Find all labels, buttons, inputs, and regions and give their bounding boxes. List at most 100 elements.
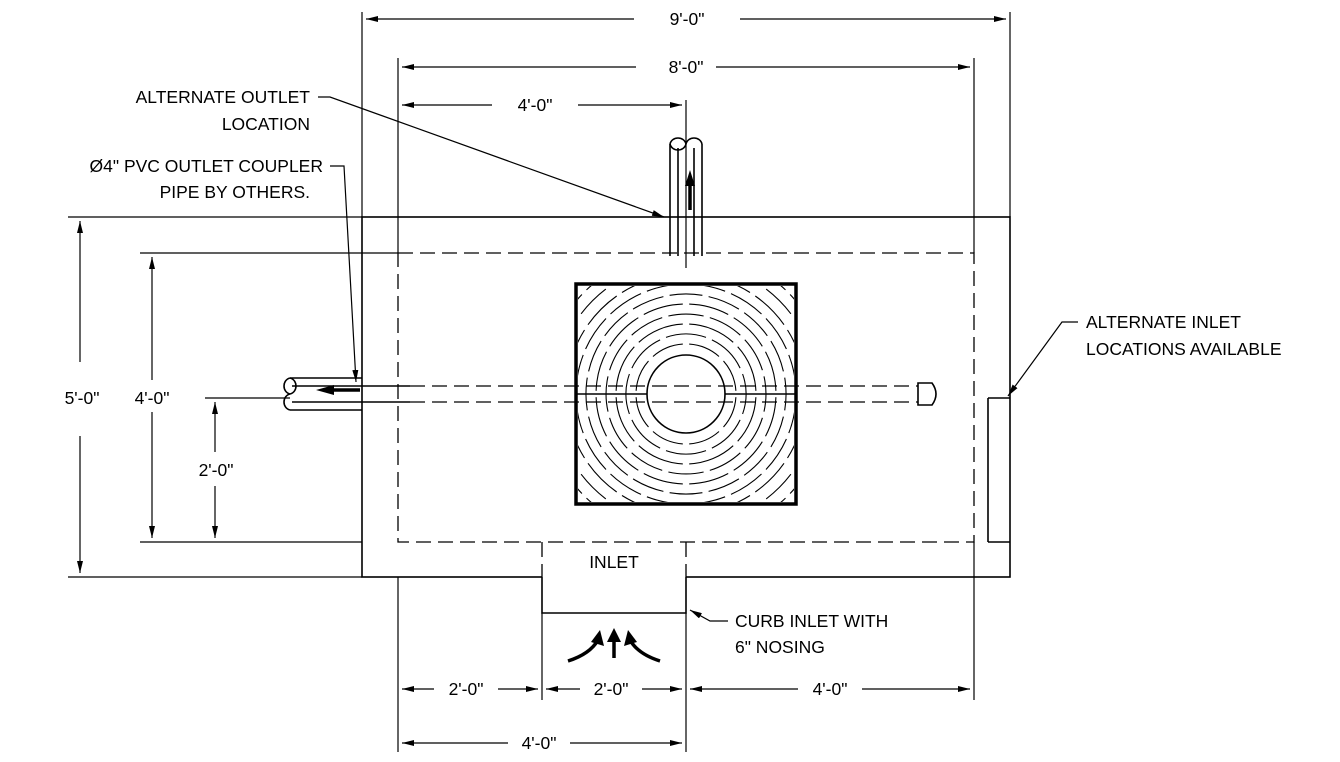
alt-outlet-label-1: ALTERNATE OUTLET [136, 87, 311, 107]
grate-slot [544, 332, 556, 369]
grate-slot [578, 444, 585, 459]
grate-slot [765, 473, 792, 500]
grate-slot [780, 497, 786, 502]
inner-width-label: 8'-0" [669, 57, 704, 77]
grate-slot [609, 441, 639, 471]
inner-height-label: 4'-0" [135, 388, 170, 408]
grate-slot [652, 431, 683, 445]
grate-slot [652, 343, 683, 357]
grate-slot [632, 478, 664, 492]
grate-slot [578, 329, 585, 344]
grate-slot [743, 451, 768, 476]
grate-slot [689, 473, 729, 485]
pvc-leader [330, 165, 359, 383]
grate-slot [621, 286, 636, 293]
grate-slot [666, 274, 707, 276]
grate-slot [635, 397, 649, 428]
grate-slot [765, 288, 792, 315]
grate-slot [787, 329, 794, 344]
overall-width-label: 9'-0" [670, 9, 705, 29]
grate-slot [737, 397, 757, 442]
tree-grate [544, 252, 830, 538]
grate-slot [648, 262, 683, 268]
grate-slot [770, 340, 784, 372]
grate-slot [585, 318, 607, 350]
grate-slot [604, 312, 629, 337]
grate-slot [789, 488, 794, 494]
grate-slot [604, 451, 629, 476]
side-outlet-height-label: 2'-0" [199, 460, 234, 480]
inlet-label: INLET [589, 552, 639, 572]
grate-slot [667, 537, 706, 538]
grate-slot [580, 473, 607, 500]
grate-slot [544, 420, 556, 457]
grate-slot [578, 411, 584, 434]
grate-slot [631, 452, 663, 471]
grate-slot [587, 295, 618, 326]
grate-slot [621, 495, 636, 502]
curb-inlet-label-1: CURB INLET WITH [735, 611, 888, 631]
grate-slot [666, 512, 707, 514]
grate-slot [587, 462, 618, 493]
grate-slot [730, 293, 762, 315]
grate-slot [689, 323, 734, 343]
grate-slot [610, 473, 642, 495]
grate-slot [689, 303, 729, 315]
grate-slot [703, 286, 726, 292]
grate-slot [638, 323, 683, 343]
bottom-left-label: 2'-0" [449, 679, 484, 699]
grate-slot [566, 374, 568, 415]
grate-slot [765, 438, 787, 470]
grate-slot [668, 471, 704, 475]
grate-slot [712, 524, 749, 536]
bottom-right-label: 4'-0" [813, 679, 848, 699]
grate-slot [609, 417, 628, 449]
inflow-arrows-icon [567, 628, 661, 663]
grate-slot [665, 333, 707, 338]
grate-slot [586, 497, 592, 502]
grate-slot [711, 419, 741, 449]
grate-slot [733, 441, 763, 471]
dim-side-outlet-height [205, 397, 290, 538]
grate-slot [578, 488, 583, 494]
grate-slot [648, 521, 683, 527]
grate-slot [595, 351, 607, 391]
grate-slot [586, 286, 592, 291]
grate-slot [689, 262, 724, 268]
alt-inlet-label-2: LOCATIONS AVAILABLE [1086, 339, 1282, 359]
grate-slot [765, 318, 787, 350]
grate-slot [765, 397, 777, 437]
grate-slot [804, 374, 806, 415]
grate-slot [638, 445, 683, 465]
grate-slot [624, 252, 661, 264]
grate-slot [631, 317, 663, 336]
grate-slot [703, 496, 726, 502]
dim-bottom-row [397, 542, 975, 752]
grate-slot [788, 411, 794, 434]
grate-slot [744, 339, 763, 371]
alt-outlet-label-2: LOCATION [222, 114, 310, 134]
grate-slot [709, 317, 741, 336]
grate-slot [770, 416, 784, 448]
grate-slot [643, 303, 683, 315]
grate-slot [669, 492, 703, 495]
grate-slot [631, 419, 661, 449]
grate-slot [816, 420, 828, 457]
grate-slot [624, 524, 661, 536]
dim-overall-width [361, 12, 1011, 217]
grate-slot [632, 296, 664, 310]
grate-slot [588, 340, 602, 372]
pvc-label-1: Ø4" PVC OUTLET COUPLER [90, 156, 323, 176]
grate-slot [788, 354, 794, 377]
grate-slot [615, 397, 635, 442]
grate-slot [737, 346, 757, 391]
grate-slot [723, 397, 737, 428]
grate-slot [708, 296, 740, 310]
grate-slot [736, 286, 751, 293]
grate-slot [829, 375, 830, 414]
overall-height-label: 5'-0" [65, 388, 100, 408]
grate-slot [730, 473, 762, 495]
grate-slot [689, 445, 734, 465]
pvc-label-2: PIPE BY OTHERS. [160, 182, 310, 202]
grate-slot [787, 444, 794, 459]
